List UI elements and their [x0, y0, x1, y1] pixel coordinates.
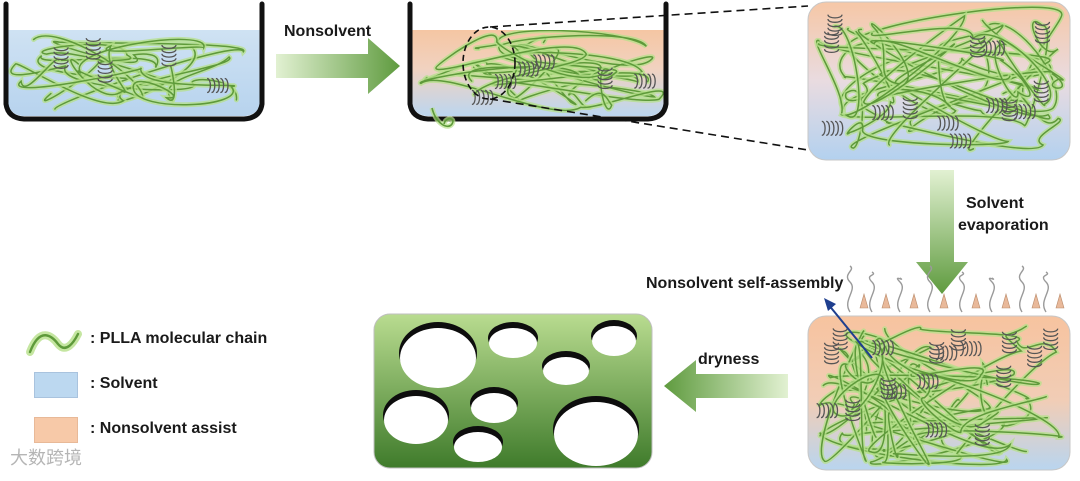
- beaker-solvent: [3, 1, 265, 122]
- label-nonsolvent-self-assembly: Nonsolvent self-assembly: [646, 275, 844, 292]
- zoomed-solution-box: [807, 1, 1071, 161]
- label-solvent-evaporation-1: Solvent: [966, 195, 1024, 212]
- legend-solvent-text: : Solvent: [90, 375, 158, 392]
- self-assembly-box: [807, 315, 1071, 471]
- label-nonsolvent: Nonsolvent: [284, 23, 372, 40]
- legend-nonsolvent-text: : Nonsolvent assist: [90, 420, 237, 437]
- beaker-mixed: [407, 1, 669, 129]
- legend-chain-text: : PLLA molecular chain: [90, 330, 268, 347]
- arrow-dryness: [664, 360, 788, 412]
- legend-item-solvent: : Solvent: [20, 372, 320, 398]
- legend-nonsolvent-swatch: [34, 417, 78, 443]
- zoom-lines: [489, 5, 809, 151]
- zoom-circle: [462, 26, 516, 100]
- legend-item-nonsolvent: : Nonsolvent assist: [20, 417, 320, 443]
- legend-chain-icon: [26, 330, 82, 356]
- legend-solvent-swatch: [34, 372, 78, 398]
- vapor-wisps: [846, 265, 1065, 313]
- legend-item-chain: : PLLA molecular chain: [20, 327, 320, 353]
- watermark: 大数跨境: [10, 448, 82, 469]
- label-dryness: dryness: [698, 351, 760, 368]
- label-solvent-evaporation-2: evaporation: [958, 217, 1049, 234]
- arrow-nonsolvent: [276, 38, 400, 94]
- self-assembly-pointer: [824, 298, 873, 359]
- arrow-solvent-evaporation: [916, 170, 968, 294]
- porous-structure: [373, 313, 653, 469]
